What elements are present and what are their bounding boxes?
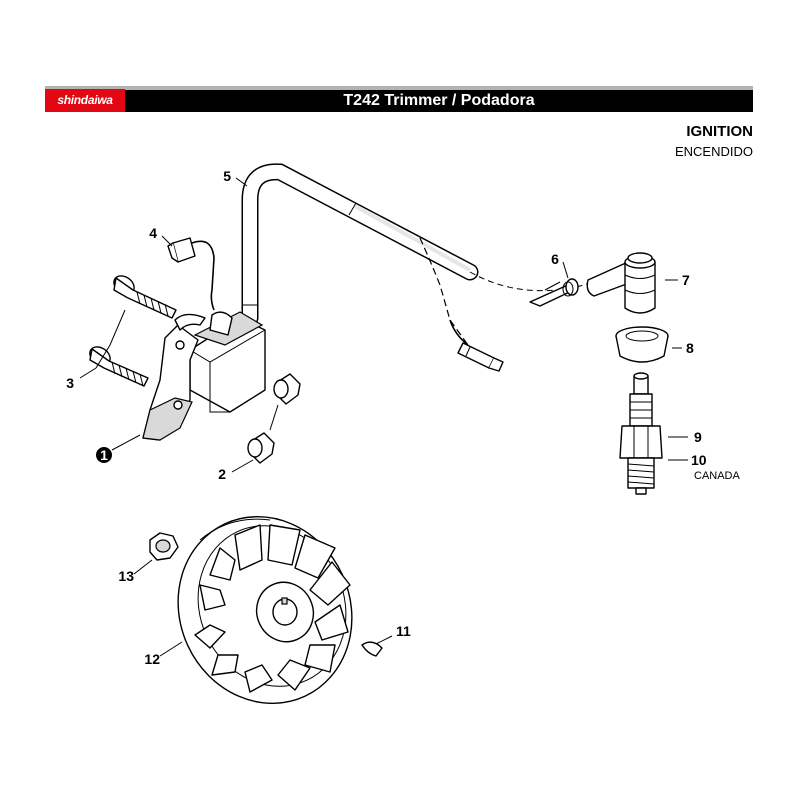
part-1-ignition-coil	[142, 311, 266, 441]
header-black-band	[125, 90, 753, 112]
callout-1: 1	[100, 447, 108, 463]
part-11-woodruff-key	[361, 641, 383, 657]
part-8-seal-ring	[615, 326, 669, 363]
leader-lines	[79, 177, 688, 657]
part-12-flywheel	[177, 516, 353, 704]
callout-2: 2	[218, 466, 226, 482]
part-6-spring-clip	[529, 278, 579, 307]
callout-3: 3	[66, 375, 74, 391]
callout-1-marker	[96, 447, 112, 463]
section-title: IGNITION	[686, 123, 753, 140]
callout-13: 13	[118, 568, 134, 584]
callout-4: 4	[149, 225, 157, 241]
brand-logo: shindaiwa	[45, 89, 125, 112]
callout-5: 5	[223, 168, 231, 184]
part-5-ignition-wire	[241, 163, 601, 372]
callout-6: 6	[551, 251, 559, 267]
header-bar: shindaiwa T242 Trimmer / Podadora	[45, 86, 753, 112]
callout-10: 10	[691, 452, 707, 468]
callouts: 1 2 3 4 5 6 7 8 9 10 CANADA 11 12 13	[66, 168, 740, 667]
part-2-spacers	[247, 373, 301, 464]
part-7-plug-boot	[586, 252, 656, 314]
callout-12: 12	[144, 651, 160, 667]
part-3-screws	[89, 275, 177, 387]
part-4-ground-terminal	[167, 237, 215, 311]
callout-9: 9	[694, 429, 702, 445]
header-gray-strip	[45, 86, 753, 90]
callout-8: 8	[686, 340, 694, 356]
part-9-spark-plug	[619, 372, 663, 495]
part-13-flywheel-nut	[149, 532, 179, 561]
canada-note: CANADA	[694, 470, 741, 482]
page-title: T242 Trimmer / Podadora	[343, 92, 535, 109]
callout-11: 11	[396, 623, 411, 639]
section-subtitle: ENCENDIDO	[674, 144, 753, 159]
callout-7: 7	[682, 272, 690, 288]
